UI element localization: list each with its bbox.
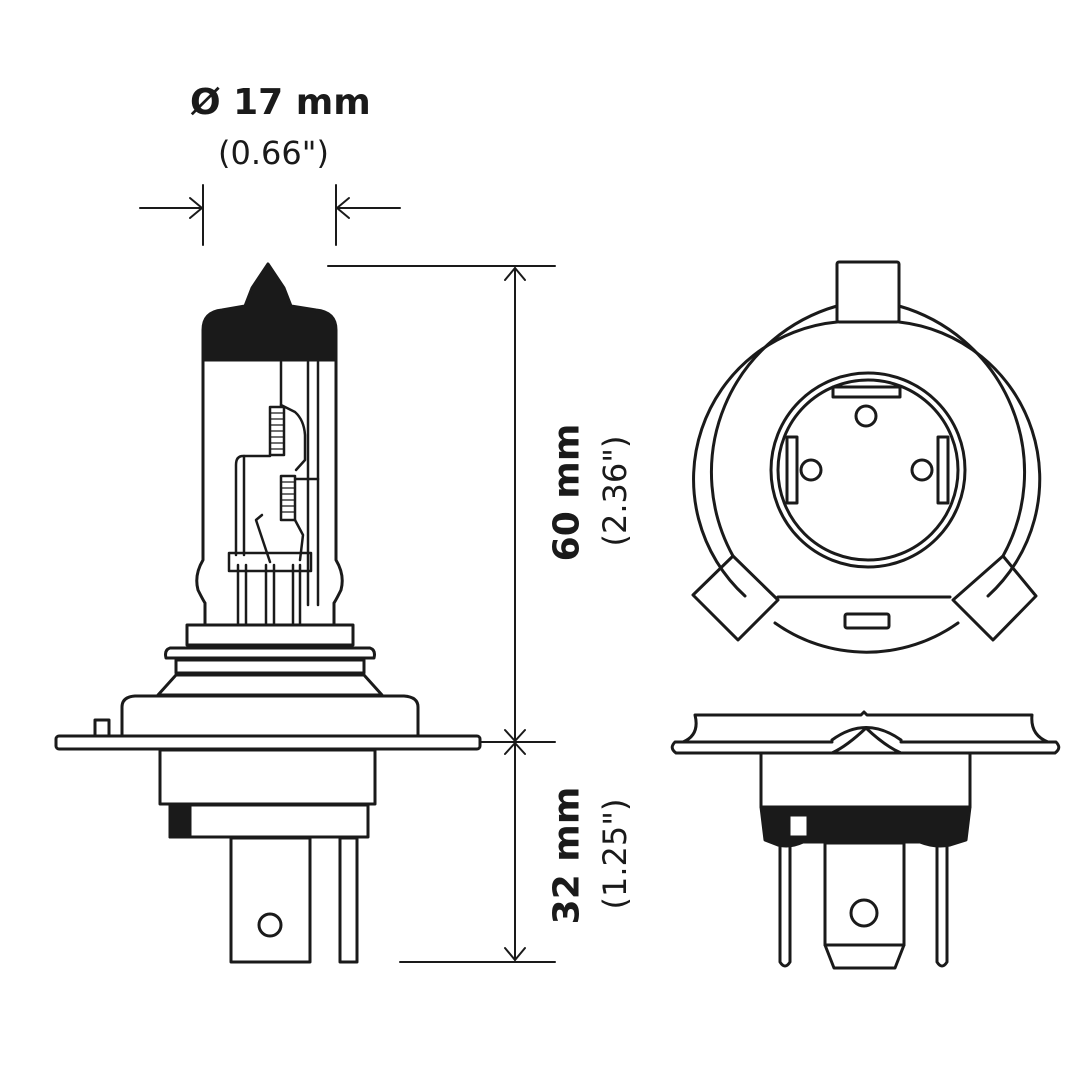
base-collar-top — [185, 623, 355, 647]
bottom-slot — [843, 612, 891, 630]
lower-base — [158, 748, 377, 806]
front-pin-left — [778, 843, 792, 968]
mounting-flange — [54, 734, 482, 751]
bulb-front-base-view — [670, 710, 1061, 970]
height-lower-label: 32 mm — [546, 786, 588, 925]
arrowhead-top-icon — [504, 267, 526, 281]
front-contact-blade — [823, 841, 906, 970]
socket-pin-left — [799, 458, 823, 482]
diameter-sub-label: (0.66") — [218, 134, 329, 172]
tab-lower-left — [691, 554, 780, 642]
flange-top — [670, 710, 1061, 755]
bulb-top-view — [691, 260, 1042, 654]
tab-lower-right — [951, 554, 1038, 642]
bottom-arc — [773, 621, 960, 654]
outer-ring — [709, 304, 1027, 558]
glass-envelope — [195, 358, 344, 627]
contact-pin — [338, 836, 359, 964]
inner-ring — [692, 320, 1042, 598]
arrowhead-mid-up-icon — [504, 729, 526, 742]
locating-pin — [93, 718, 111, 738]
contact-blade-main — [229, 836, 312, 964]
socket-outer-ring — [769, 371, 967, 569]
diameter-dimension — [139, 184, 401, 246]
arrowhead-left-icon — [189, 197, 203, 219]
socket-key-top — [831, 385, 902, 399]
arrowhead-mid-down-icon — [504, 742, 526, 755]
bulb-side-view — [54, 262, 482, 964]
height-upper-label: 60 mm — [546, 423, 588, 562]
base-housing — [120, 694, 420, 737]
socket-key-left — [785, 435, 799, 505]
filament-low-beam — [279, 474, 297, 522]
socket-pin-right — [910, 458, 934, 482]
filament-assembly — [227, 360, 320, 626]
base-collar-ring-2 — [174, 658, 366, 675]
flange-bump — [830, 726, 903, 742]
socket-key-right — [936, 435, 950, 505]
front-base-body — [759, 751, 972, 809]
bulb-tip-cap — [201, 262, 338, 362]
filament-bridge — [227, 551, 313, 573]
base-collar-ring-1 — [164, 646, 376, 660]
arrowhead-right-icon — [336, 197, 350, 219]
socket-inner-ring — [776, 378, 960, 562]
front-contact-hole — [849, 898, 879, 928]
front-pin-right — [935, 843, 949, 968]
contact-blade-hole — [257, 912, 283, 938]
height-lower-sub-label: (1.25") — [596, 798, 634, 910]
side-tab — [168, 803, 192, 839]
base-collar-ring-3 — [156, 673, 384, 697]
diameter-label: Ø 17 mm — [190, 82, 371, 123]
front-base-dark-band — [759, 805, 972, 848]
height-upper-sub-label: (2.36") — [596, 435, 634, 547]
arrowhead-bottom-icon — [504, 947, 526, 961]
top-tab — [835, 260, 901, 324]
socket-pin-top — [854, 404, 878, 428]
height-dimension — [327, 265, 556, 963]
front-base-tab — [787, 813, 810, 839]
lower-base-step — [168, 803, 370, 839]
